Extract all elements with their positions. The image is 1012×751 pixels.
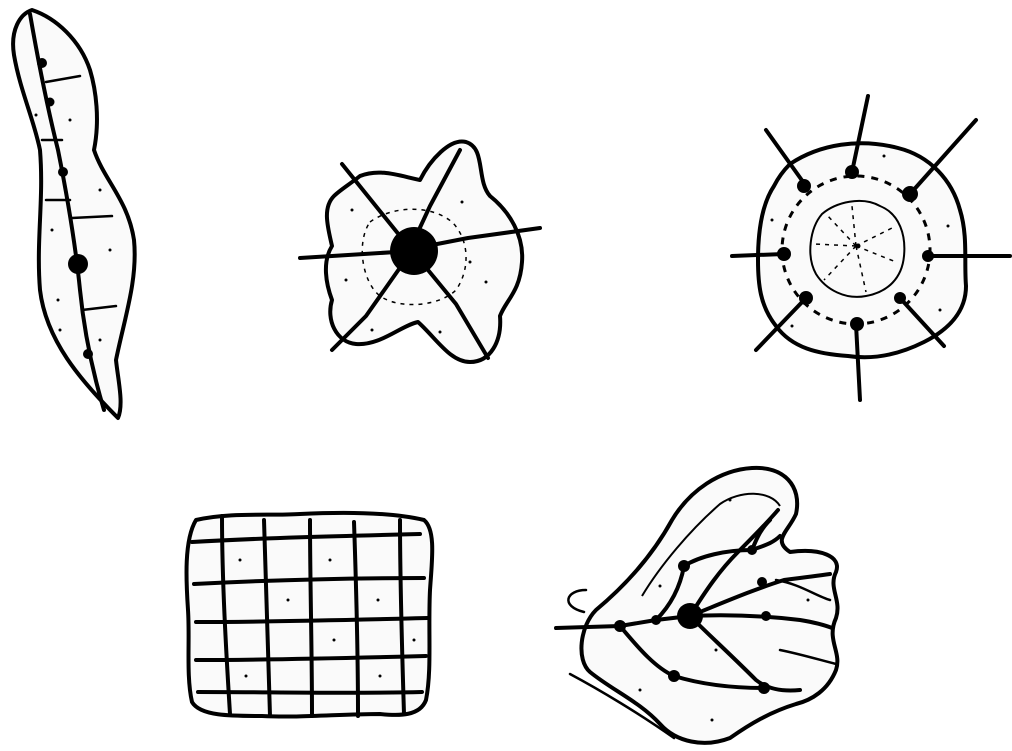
radial-settlement-panel — [732, 96, 1010, 400]
cross-settlement-panel — [300, 142, 540, 362]
linear-settlement-outline — [13, 10, 135, 418]
linear-settlement-panel — [13, 10, 135, 418]
branching-settlement-panel — [556, 468, 838, 743]
grid-settlement-panel — [186, 513, 432, 717]
cross-settlement-center-node — [390, 227, 438, 275]
